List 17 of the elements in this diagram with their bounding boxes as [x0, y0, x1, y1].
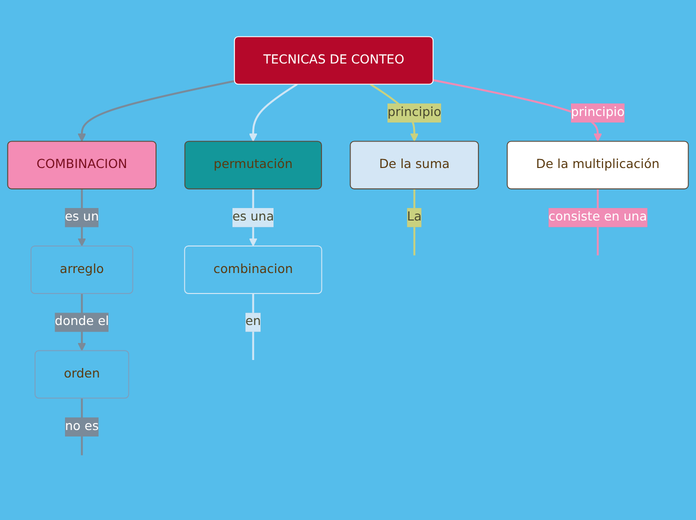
- concept-box: orden: [34, 350, 130, 398]
- edge-label: no es: [65, 416, 99, 436]
- edge-label: principio: [570, 103, 625, 122]
- edge-label: es un: [64, 208, 99, 226]
- concept-box: De la multiplicación: [506, 140, 689, 189]
- concept-box: arreglo: [30, 245, 134, 294]
- concept-box: De la suma: [350, 140, 479, 189]
- edge-label: principio: [387, 103, 442, 122]
- concept-box: permutación: [184, 140, 322, 189]
- edge-label: La: [407, 208, 422, 226]
- concept-box: combinacion: [184, 245, 322, 294]
- edge-label: en: [245, 312, 261, 332]
- edge-label: consiste en una: [548, 208, 647, 226]
- concept-box: COMBINACION: [7, 140, 157, 189]
- edge-label: donde el: [54, 312, 109, 332]
- concept-box: TECNICAS DE CONTEO: [234, 36, 434, 84]
- edge-label: es una: [232, 208, 274, 226]
